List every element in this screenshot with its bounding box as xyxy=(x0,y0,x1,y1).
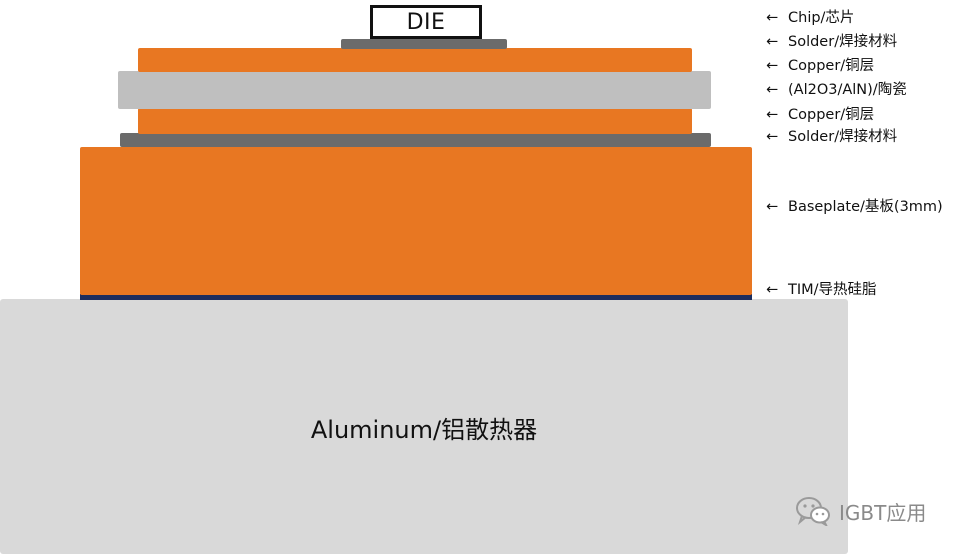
baseplate-layer xyxy=(80,147,752,295)
label-bottom-solder: ← Solder/焊接材料 xyxy=(766,128,897,146)
label-text: Copper/铜层 xyxy=(788,107,875,123)
ceramic-layer xyxy=(118,71,711,109)
arrow-left-icon: ← xyxy=(766,58,779,74)
label-ceramic: ← (Al2O3/AlN)/陶瓷 xyxy=(766,81,907,99)
watermark-text: IGBT应用 xyxy=(839,500,927,525)
label-top-solder: ← Solder/焊接材料 xyxy=(766,33,897,51)
bottom-solder-layer xyxy=(120,133,711,147)
heatsink-label: Aluminum/铝散热器 xyxy=(310,416,538,444)
label-text: Copper/铜层 xyxy=(788,58,875,74)
arrow-left-icon: ← xyxy=(766,82,779,98)
top-copper-layer xyxy=(138,48,692,72)
arrow-left-icon: ← xyxy=(766,282,779,298)
label-bottom-copper: ← Copper/铜层 xyxy=(766,106,874,124)
label-text: Solder/焊接材料 xyxy=(788,129,898,145)
watermark: IGBT应用 xyxy=(795,495,926,527)
wechat-icon xyxy=(796,497,830,526)
arrow-left-icon: ← xyxy=(766,107,779,123)
label-text: Chip/芯片 xyxy=(788,10,855,26)
bottom-copper-layer xyxy=(138,108,692,134)
label-text: (Al2O3/AlN)/陶瓷 xyxy=(788,82,907,98)
aluminum-heatsink-layer xyxy=(0,299,848,554)
tim-layer xyxy=(80,294,752,300)
arrow-left-icon: ← xyxy=(766,34,779,50)
label-text: Baseplate/基板(3mm) xyxy=(788,199,943,215)
arrow-left-icon: ← xyxy=(766,129,779,145)
arrow-left-icon: ← xyxy=(766,10,779,26)
die-chip: DIE xyxy=(370,5,482,39)
label-top-copper: ← Copper/铜层 xyxy=(766,57,874,75)
top-solder-layer xyxy=(341,39,507,49)
label-text: TIM/导热硅脂 xyxy=(788,282,877,298)
arrow-left-icon: ← xyxy=(766,199,779,215)
label-chip: ← Chip/芯片 xyxy=(766,9,854,27)
label-baseplate: ← Baseplate/基板(3mm) xyxy=(766,198,943,216)
label-tim: ← TIM/导热硅脂 xyxy=(766,281,877,299)
label-text: Solder/焊接材料 xyxy=(788,34,898,50)
